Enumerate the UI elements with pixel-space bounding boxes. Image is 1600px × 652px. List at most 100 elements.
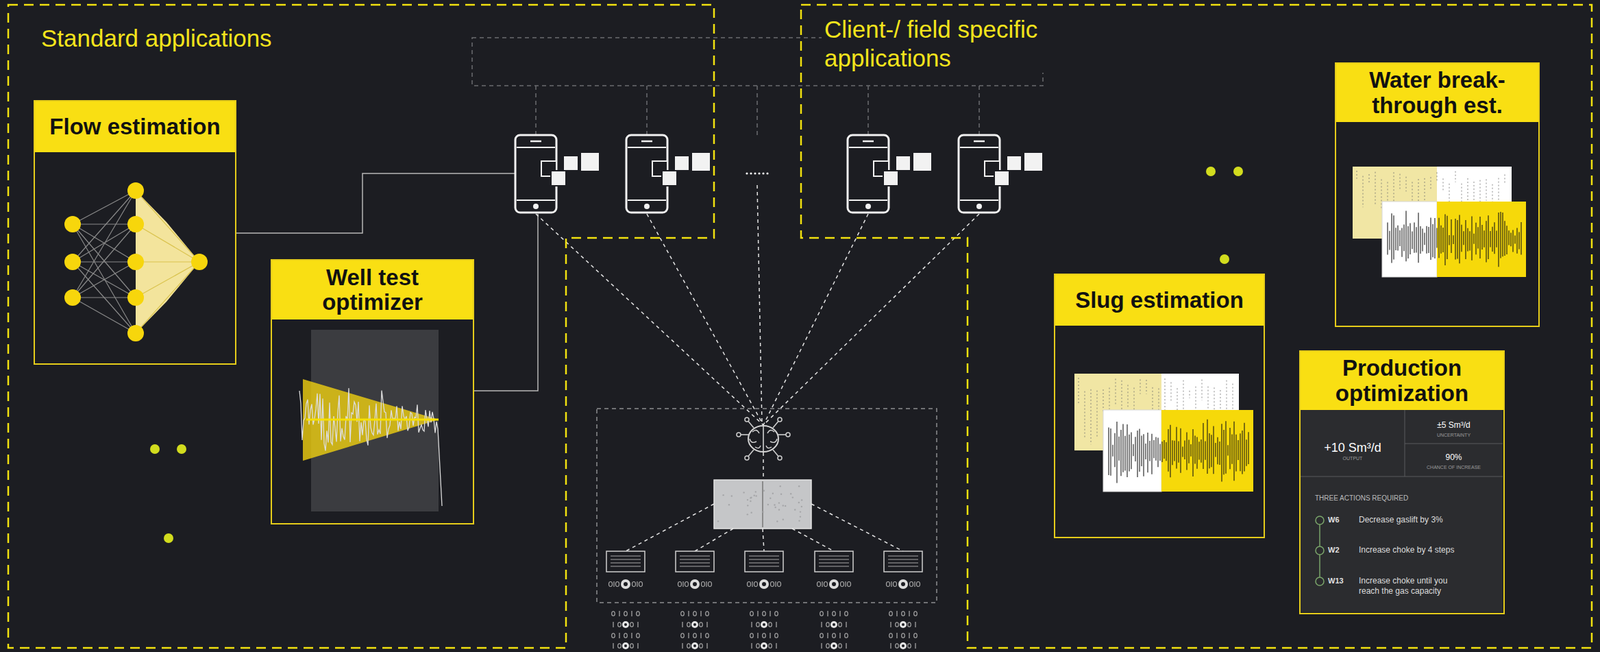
- chart-tick: [1084, 391, 1086, 438]
- device-line: [818, 555, 849, 557]
- server-unit: [714, 479, 812, 529]
- device-line: [679, 555, 710, 557]
- app-square: [1024, 152, 1043, 171]
- server-texture: [782, 518, 784, 521]
- data-bit: [751, 642, 752, 649]
- brain-fold: [762, 426, 765, 451]
- signal-bar: [1475, 222, 1476, 255]
- signal-bar: [1221, 423, 1222, 482]
- signal-bar: [1243, 422, 1245, 472]
- signal-bar: [1200, 439, 1202, 463]
- cloud-link: [763, 213, 869, 425]
- data-bit: [618, 610, 620, 617]
- server-texture: [778, 501, 780, 503]
- signal-bar: [1227, 444, 1228, 455]
- card-body: [1336, 121, 1539, 326]
- signal-bar: [1446, 215, 1448, 260]
- network-neuron: [127, 215, 144, 233]
- signal-bar: [1458, 215, 1460, 264]
- app-square: [895, 155, 911, 171]
- server-texture: [792, 496, 794, 498]
- phone-screen-edge: [516, 146, 556, 149]
- signal-bar: [1448, 235, 1450, 245]
- chart-tick: [1504, 174, 1506, 183]
- server-texture: [772, 492, 774, 495]
- metric-caption: UNCERTAINTY: [1404, 432, 1503, 439]
- phone-screen-edge: [627, 199, 667, 201]
- server-texture: [799, 510, 802, 512]
- device-line: [748, 562, 780, 564]
- step-line: [1319, 554, 1321, 577]
- server-texture: [749, 496, 752, 499]
- data-bit: [750, 633, 754, 638]
- gear-icon: [622, 642, 630, 649]
- phone-speaker: [862, 140, 874, 143]
- server-texture: [763, 489, 765, 492]
- signal-bar: [1132, 444, 1134, 456]
- data-bit: [705, 633, 710, 638]
- data-bit: [756, 622, 760, 627]
- network-edge: [72, 224, 136, 262]
- device-line: [610, 562, 641, 564]
- ellipsis-dot: [757, 171, 760, 175]
- device-line: [748, 555, 780, 557]
- data-bit: [705, 611, 710, 617]
- server-texture: [742, 491, 745, 493]
- signal-bar: [1444, 214, 1446, 266]
- data-bit: [618, 622, 622, 627]
- signal-bar: [1206, 419, 1208, 474]
- card-body: [34, 152, 236, 364]
- data-bit: [618, 643, 622, 649]
- network-edge: [72, 224, 136, 262]
- continuation-dot: [1219, 254, 1230, 264]
- card-header: Flow estimation: [34, 101, 236, 153]
- data-bit: [820, 633, 824, 638]
- data-bit: [907, 622, 912, 627]
- chart-tick: [1406, 176, 1407, 192]
- pressure-signal: [299, 387, 442, 506]
- data-bit: [611, 611, 616, 617]
- signal-bar: [1456, 219, 1458, 259]
- server-texture: [773, 503, 775, 506]
- network-edge: [72, 297, 136, 334]
- data-bit: [839, 610, 841, 617]
- gear-hole: [761, 581, 767, 586]
- dashboard-grid: [1300, 476, 1503, 477]
- gear-hole: [762, 644, 766, 647]
- application-card: Production optimization+10 Sm³/dOUTPUT±5…: [1299, 350, 1505, 614]
- server-texture: [776, 520, 778, 522]
- gear-hole: [624, 622, 627, 626]
- server-texture: [750, 511, 752, 514]
- data-bit: [636, 633, 640, 638]
- signal-bar: [1112, 444, 1113, 457]
- signal-bar: [1155, 437, 1156, 461]
- action-text: Increase choke by 4 steps: [1358, 544, 1496, 556]
- circuit-node: [744, 455, 749, 460]
- signal-bar: [1508, 230, 1509, 245]
- network-edge: [72, 224, 136, 298]
- data-bit: [685, 581, 689, 587]
- card-body: +10 Sm³/dOUTPUT±5 Sm³/dUNCERTAINTY90%CHA…: [1300, 409, 1504, 613]
- server-texture: [746, 504, 749, 506]
- data-bit: [914, 642, 916, 649]
- data-bit: [624, 611, 628, 617]
- chart-tick: [1078, 377, 1080, 404]
- signal-bar: [1442, 227, 1444, 253]
- app-square: [913, 152, 932, 171]
- network-edge: [72, 261, 136, 334]
- data-bit: [609, 581, 613, 587]
- server-texture: [728, 503, 730, 506]
- signal-bar: [1417, 212, 1419, 263]
- chart-tick: [1443, 178, 1444, 191]
- signal-bar: [1229, 427, 1230, 469]
- signal-bar: [1235, 434, 1237, 472]
- signal-bar: [1393, 215, 1394, 260]
- data-bit: [845, 642, 847, 649]
- signal-bar: [1411, 230, 1413, 249]
- signal-bar: [1430, 217, 1431, 260]
- app-square: [994, 170, 1010, 186]
- data-bit: [890, 581, 892, 587]
- circuit-node: [777, 417, 782, 422]
- card-illustration: [34, 152, 235, 363]
- phone-button: [865, 203, 871, 209]
